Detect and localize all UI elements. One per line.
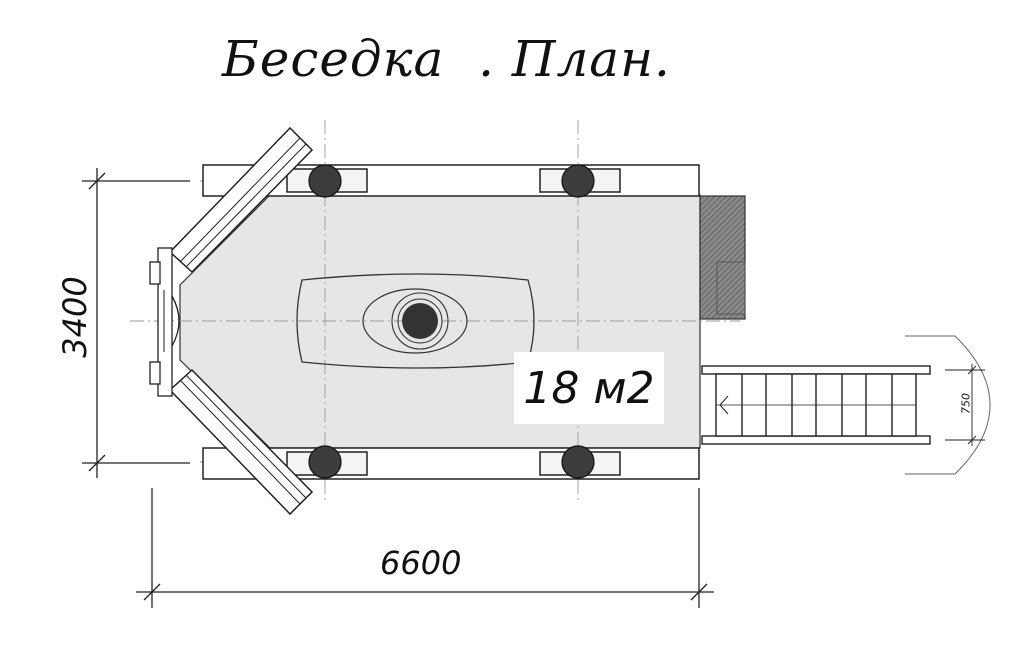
hearth-ring-outer bbox=[362, 288, 468, 354]
stairs bbox=[701, 365, 931, 445]
dimension-lines bbox=[82, 168, 985, 608]
front-entrance bbox=[149, 247, 180, 397]
brick-wall bbox=[699, 195, 746, 320]
bottom-beam bbox=[202, 447, 700, 480]
columns bbox=[308, 164, 595, 479]
stove-outline bbox=[716, 261, 746, 315]
hearth-center bbox=[402, 303, 438, 339]
depth-dimension: 3400 bbox=[56, 276, 94, 358]
hearth-ring-mid bbox=[391, 292, 449, 350]
area-label: 18 м2 bbox=[514, 352, 664, 424]
plan-title: Беседка . План. bbox=[222, 30, 671, 88]
width-dimension: 6600 bbox=[380, 544, 462, 582]
angled-wall-top bbox=[168, 126, 314, 274]
column-top-left bbox=[308, 164, 342, 198]
hearth-ring-inner bbox=[397, 298, 443, 344]
stair-landing bbox=[905, 335, 991, 475]
stair-width-dimension: 750 bbox=[959, 393, 973, 414]
angled-wall-bottom bbox=[168, 368, 314, 516]
column-top-right bbox=[561, 164, 595, 198]
column-bottom-left bbox=[308, 445, 342, 479]
column-bottom-right bbox=[561, 445, 595, 479]
